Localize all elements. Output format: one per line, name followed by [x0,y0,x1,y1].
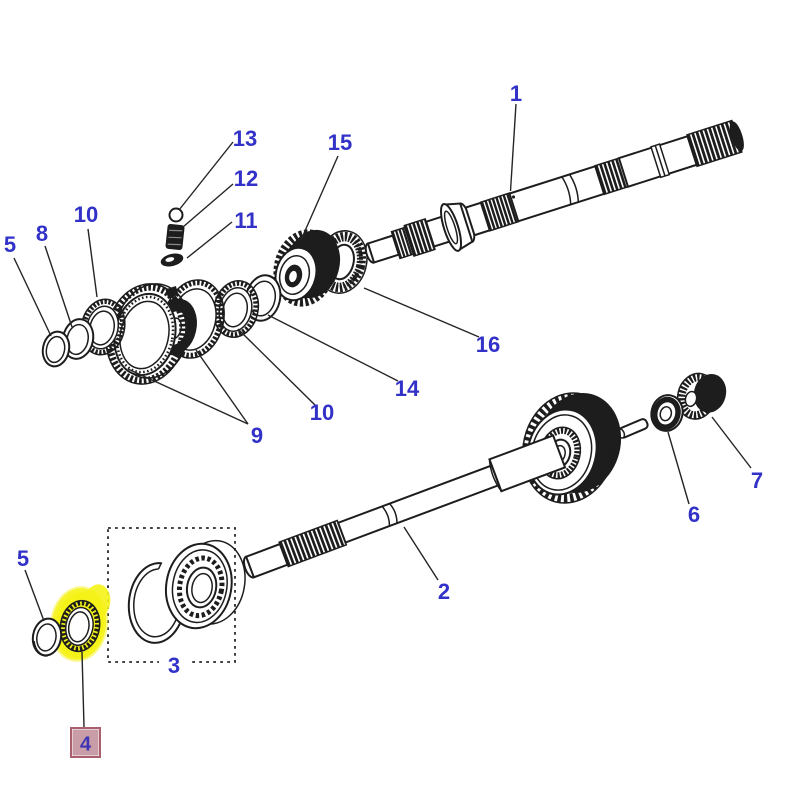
part-5-ring-lower [31,617,63,657]
callout-7-label[interactable]: 7 [751,468,763,493]
callout-12-label[interactable]: 12 [234,166,258,191]
callout-9-label[interactable]: 9 [251,423,263,448]
callout-1-label[interactable]: 1 [510,81,522,106]
part-4-seal-ring-highlighted [59,599,101,653]
part-5-ring-upper [41,330,71,368]
part-2-drive-shaft [242,434,567,579]
selected-box-border [70,727,101,758]
part-1-main-shaft [364,119,744,264]
selected-box-fill [72,729,99,756]
part-7-needle-bearing [676,372,727,420]
part-15-gear [273,229,341,307]
callout-13-label[interactable]: 13 [233,126,257,151]
callout-15-label[interactable]: 15 [328,130,352,155]
callout-4-label[interactable]: 4 [80,734,92,756]
callout-11-label[interactable]: 11 [234,208,257,233]
part-11-key [160,253,184,267]
callout-4-selected-box[interactable]: 4 [70,727,101,758]
callout-3-label[interactable]: 3 [168,653,180,678]
callout-labels: 1 2 3 5 5 6 7 8 9 10 10 11 12 13 14 15 1… [4,81,763,678]
part-13-ball [168,207,184,223]
callout-16-label[interactable]: 16 [476,332,500,357]
callout-10-lower-label[interactable]: 10 [310,400,334,425]
part-8-ring [61,318,95,360]
part-14-ring [244,274,282,322]
part-10-synchro-ring-lower [212,280,260,338]
callout-5-lower-label[interactable]: 5 [17,546,29,571]
callout-2-label[interactable]: 2 [438,579,450,604]
leader-lines [13,103,752,728]
callout-10-upper-label[interactable]: 10 [74,202,98,227]
part-pin [617,418,649,439]
callout-6-label[interactable]: 6 [688,502,700,527]
part-3-bearing [164,539,246,630]
callout-5-upper-label[interactable]: 5 [4,232,16,257]
part-12-spring [165,223,185,251]
callout-14-label[interactable]: 14 [395,376,420,401]
callout-8-label[interactable]: 8 [36,221,48,246]
part-6-washer [650,394,684,432]
